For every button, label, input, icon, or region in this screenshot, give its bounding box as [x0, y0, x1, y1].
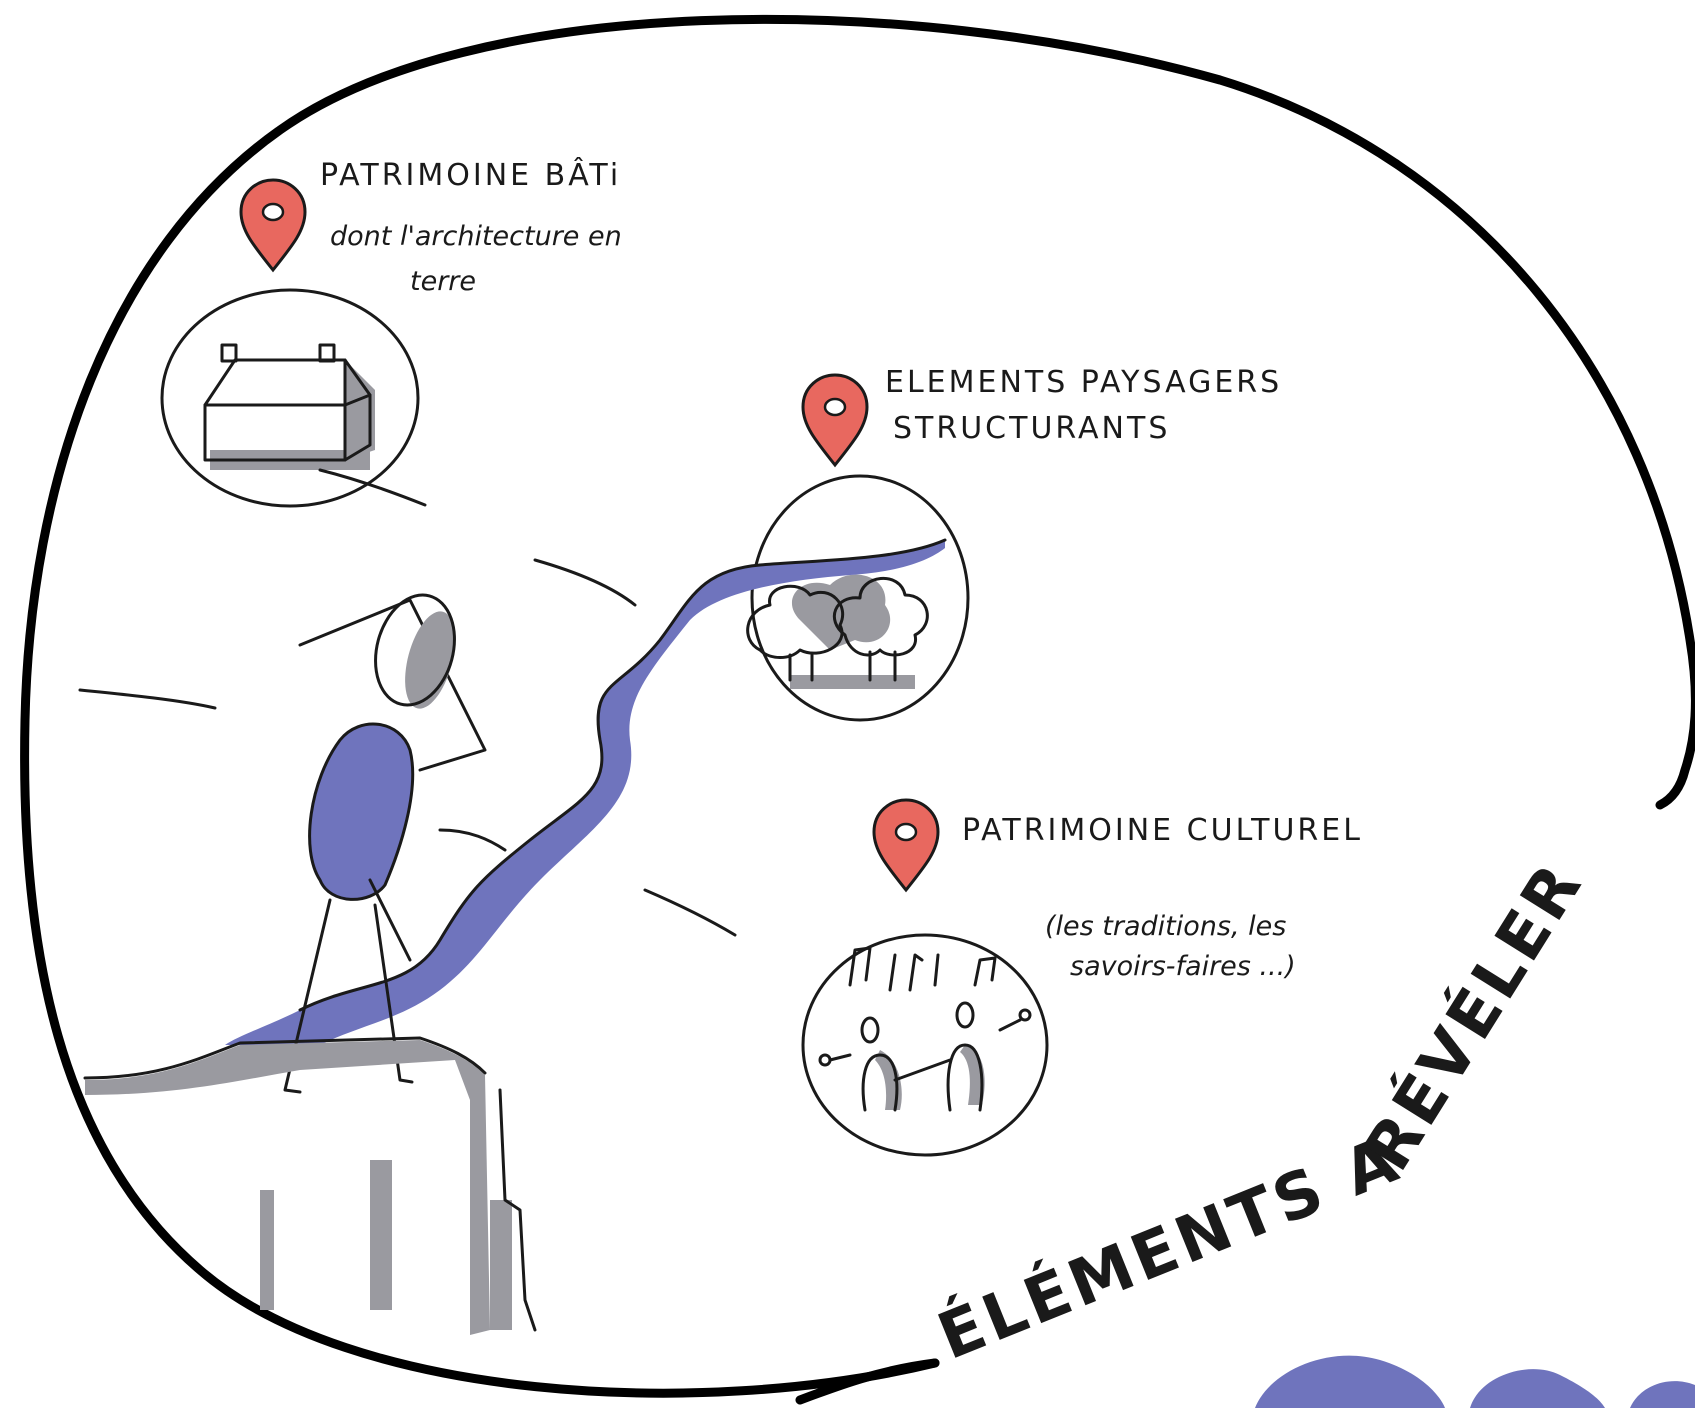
trees-river-icon — [746, 474, 970, 722]
speech-bubble-outline — [20, 14, 1695, 1398]
house-icon — [160, 288, 420, 508]
map-pin-icon — [872, 798, 940, 893]
hiker-figure-icon — [283, 593, 487, 1094]
item-sub-line-2: savoirs-faires ...) — [1070, 951, 1296, 982]
music-people-icon — [801, 933, 1049, 1157]
map-pin-icon — [801, 373, 869, 468]
partial-blue-lettering — [1255, 1355, 1695, 1408]
decorative-strokes — [78, 468, 737, 937]
cliff-rock — [83, 1036, 537, 1335]
speech-bubble-tail — [795, 1358, 940, 1405]
item-heading-patrimoine-culturel: PATRIMOINE CULTUREL — [962, 813, 1363, 848]
river-bank-line — [298, 538, 947, 1012]
title-line-2: RÉVÉLER — [1349, 848, 1598, 1183]
item-sub-line-1: dont l'architecture en — [330, 221, 622, 252]
item-sub-line-1: (les traditions, les — [1045, 911, 1286, 942]
item-heading-patrimoine-bati: PATRIMOINE BÂTi — [320, 157, 621, 193]
item-heading-elements-paysagers-2: STRUCTURANTS — [893, 411, 1170, 446]
item-sub-line-2: terre — [410, 266, 476, 297]
map-pin-icon — [239, 178, 307, 273]
item-heading-elements-paysagers-1: ELEMENTS PAYSAGERS — [885, 365, 1282, 400]
title-line-1: ÉLÉMENTS A — [928, 1121, 1411, 1375]
